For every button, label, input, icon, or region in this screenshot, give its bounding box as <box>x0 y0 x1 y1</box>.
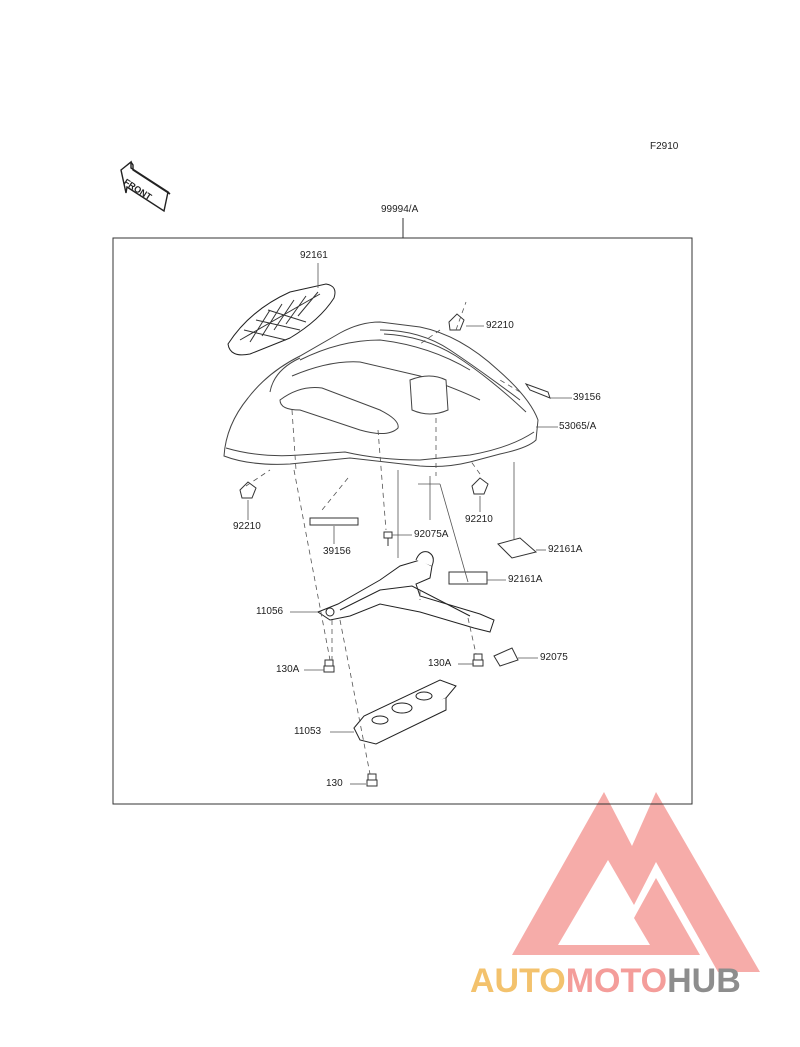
watermark-auto: AUTO <box>470 962 566 1000</box>
label-39156-right: 39156 <box>573 392 601 403</box>
label-39156-left: 39156 <box>323 546 351 557</box>
pad-92161A-1 <box>497 537 538 559</box>
label-11056: 11056 <box>256 606 284 617</box>
screw-92075A <box>383 531 393 546</box>
front-arrow-icon <box>120 160 171 213</box>
label-92161A-2: 92161A <box>508 574 543 585</box>
grille-part <box>227 283 336 356</box>
watermark-moto: MOTO <box>565 962 668 1000</box>
figure-code: F2910 <box>650 141 679 152</box>
watermark-hub: HUB <box>667 962 741 1000</box>
watermark-logo <box>512 792 760 972</box>
nut-92210-left <box>239 481 257 499</box>
pad-92075 <box>493 647 519 667</box>
watermark-text: AUTOMOTOHUB <box>470 962 741 1001</box>
bolt-130 <box>366 773 378 787</box>
seat-cowl <box>223 321 539 467</box>
label-92075: 92075 <box>540 652 568 663</box>
bracket-11056 <box>316 551 495 633</box>
dashed-lines <box>245 301 521 775</box>
label-92161: 92161 <box>300 250 328 261</box>
pad-39156-right <box>524 383 551 399</box>
label-92210-left: 92210 <box>233 521 261 532</box>
nut-92210-mid <box>471 477 489 495</box>
pad-39156-left <box>309 517 359 526</box>
label-92075A: 92075A <box>414 529 449 540</box>
label-130A-right: 130A <box>428 658 452 669</box>
label-130: 130 <box>326 778 343 789</box>
label-92210-top: 92210 <box>486 320 514 331</box>
label-99994A: 99994/A <box>381 204 419 215</box>
label-92161A-1: 92161A <box>548 544 583 555</box>
label-11053: 11053 <box>294 726 322 737</box>
label-130A-left: 130A <box>276 664 300 675</box>
plate-11053 <box>353 679 457 745</box>
label-53065A: 53065/A <box>559 421 597 432</box>
pad-92161A-2 <box>448 571 488 585</box>
bolt-130A-left <box>323 659 335 673</box>
label-92210-mid: 92210 <box>465 514 493 525</box>
leader-lines <box>247 263 572 785</box>
bolt-130A-right <box>472 653 484 667</box>
